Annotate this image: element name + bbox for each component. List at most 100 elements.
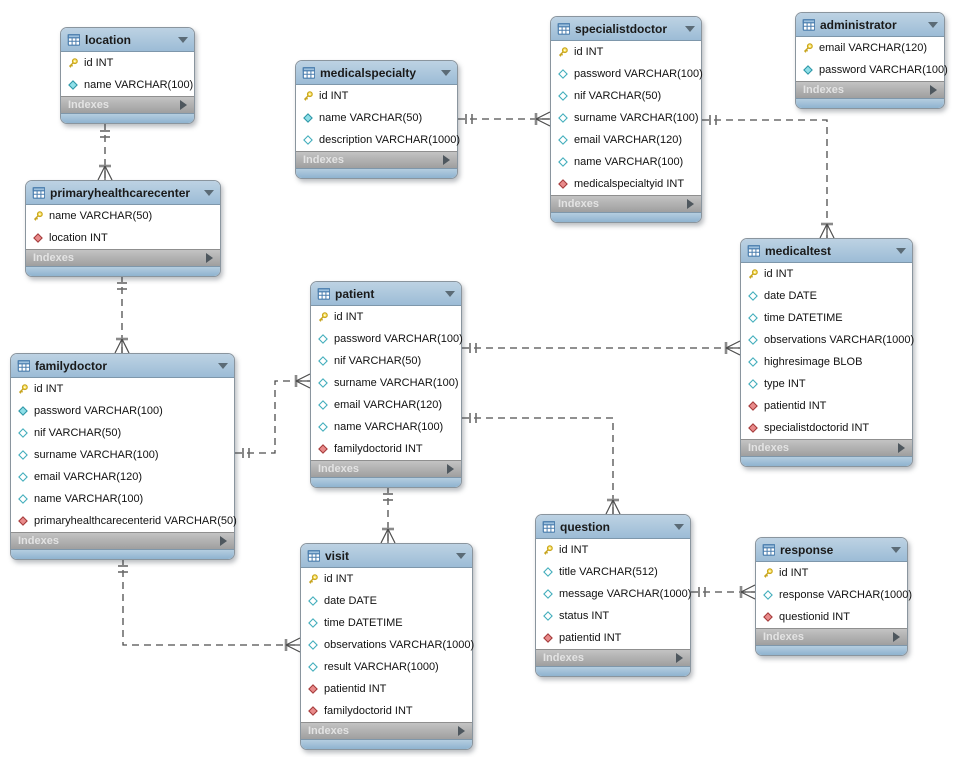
relationship-familydoctor-visit[interactable] [118,558,301,653]
column-row[interactable]: location INT [26,227,220,249]
column-row[interactable]: id INT [536,539,690,561]
relationship-patient-question[interactable] [462,413,621,515]
column-row[interactable]: observations VARCHAR(1000) [741,329,914,351]
expand-icon[interactable] [893,632,900,642]
indexes-bar[interactable]: Indexes [796,81,944,98]
table-header[interactable]: familydoctor [11,354,234,378]
column-row[interactable]: observations VARCHAR(1000) [301,634,474,656]
column-row[interactable]: questionid INT [756,606,907,628]
expand-icon[interactable] [180,100,187,110]
column-row[interactable]: patientid INT [536,627,690,649]
column-row[interactable]: type INT [741,373,912,395]
indexes-bar[interactable]: Indexes [26,249,220,266]
relationship-question-response[interactable] [691,584,756,600]
column-row[interactable]: name VARCHAR(100) [11,488,234,510]
column-row[interactable]: email VARCHAR(120) [796,37,944,59]
column-row[interactable]: specialistdoctorid INT [741,417,912,439]
relationship-specialistdoctor-medicaltest[interactable] [702,115,835,239]
column-row[interactable]: name VARCHAR(100) [311,416,461,438]
expand-icon[interactable] [898,443,905,453]
table-header[interactable]: response [756,538,907,562]
column-row[interactable]: status INT [536,605,690,627]
table-header[interactable]: primaryhealthcarecenter [26,181,220,205]
column-row[interactable]: id INT [311,306,461,328]
column-row[interactable]: name VARCHAR(50) [296,107,457,129]
indexes-bar[interactable]: Indexes [741,439,912,456]
expand-icon[interactable] [930,85,937,95]
indexes-bar[interactable]: Indexes [536,649,690,666]
relationship-patient-medicaltest[interactable] [462,340,741,356]
expand-icon[interactable] [447,464,454,474]
relationship-primaryhealthcarecenter-familydoctor[interactable] [114,275,130,354]
column-row[interactable]: id INT [301,568,472,590]
column-row[interactable]: name VARCHAR(50) [26,205,220,227]
column-row[interactable]: message VARCHAR(1000) [536,583,691,605]
indexes-bar[interactable]: Indexes [61,96,194,113]
column-row[interactable]: familydoctorid INT [301,700,472,722]
column-row[interactable]: id INT [756,562,907,584]
table-header[interactable]: patient [311,282,461,306]
relationship-familydoctor-patient[interactable] [235,373,311,458]
column-row[interactable]: date DATE [301,590,472,612]
expand-icon[interactable] [676,653,683,663]
column-row[interactable]: response VARCHAR(1000) [756,584,912,606]
column-row[interactable]: id INT [741,263,912,285]
column-row[interactable]: nif VARCHAR(50) [311,350,461,372]
column-row[interactable]: password VARCHAR(100) [796,59,948,81]
column-row[interactable]: time DATETIME [741,307,912,329]
column-row[interactable]: title VARCHAR(512) [536,561,690,583]
column-row[interactable]: patientid INT [301,678,472,700]
table-header[interactable]: medicaltest [741,239,912,263]
column-row[interactable]: email VARCHAR(120) [311,394,461,416]
collapse-icon[interactable] [441,69,451,76]
column-row[interactable]: email VARCHAR(120) [551,129,701,151]
expand-icon[interactable] [220,536,227,546]
column-row[interactable]: familydoctorid INT [311,438,461,460]
indexes-bar[interactable]: Indexes [551,195,701,212]
collapse-icon[interactable] [928,21,938,28]
indexes-bar[interactable]: Indexes [11,532,234,549]
collapse-icon[interactable] [685,25,695,32]
indexes-bar[interactable]: Indexes [301,722,472,739]
column-row[interactable]: description VARCHAR(1000) [296,129,460,151]
expand-icon[interactable] [206,253,213,263]
column-row[interactable]: nif VARCHAR(50) [11,422,234,444]
column-row[interactable]: id INT [296,85,457,107]
column-row[interactable]: nif VARCHAR(50) [551,85,701,107]
column-row[interactable]: id INT [61,52,194,74]
column-row[interactable]: primaryhealthcarecenterid VARCHAR(50) [11,510,237,532]
collapse-icon[interactable] [891,546,901,553]
indexes-bar[interactable]: Indexes [296,151,457,168]
column-row[interactable]: highresimage BLOB [741,351,912,373]
column-row[interactable]: id INT [11,378,234,400]
column-row[interactable]: time DATETIME [301,612,472,634]
relationship-medicalspecialty-specialistdoctor[interactable] [458,111,551,127]
column-row[interactable]: surname VARCHAR(100) [551,107,701,129]
relationship-location-primaryhealthcarecenter[interactable] [97,123,113,181]
column-row[interactable]: id INT [551,41,701,63]
table-header[interactable]: location [61,28,194,52]
table-header[interactable]: administrator [796,13,944,37]
collapse-icon[interactable] [204,189,214,196]
collapse-icon[interactable] [456,552,466,559]
column-row[interactable]: name VARCHAR(100) [551,151,701,173]
expand-icon[interactable] [458,726,465,736]
indexes-bar[interactable]: Indexes [756,628,907,645]
expand-icon[interactable] [443,155,450,165]
column-row[interactable]: email VARCHAR(120) [11,466,234,488]
table-header[interactable]: medicalspecialty [296,61,457,85]
column-row[interactable]: name VARCHAR(100) [61,74,194,96]
column-row[interactable]: surname VARCHAR(100) [311,372,461,394]
column-row[interactable]: date DATE [741,285,912,307]
column-row[interactable]: password VARCHAR(100) [11,400,234,422]
table-header[interactable]: question [536,515,690,539]
column-row[interactable]: medicalspecialtyid INT [551,173,701,195]
